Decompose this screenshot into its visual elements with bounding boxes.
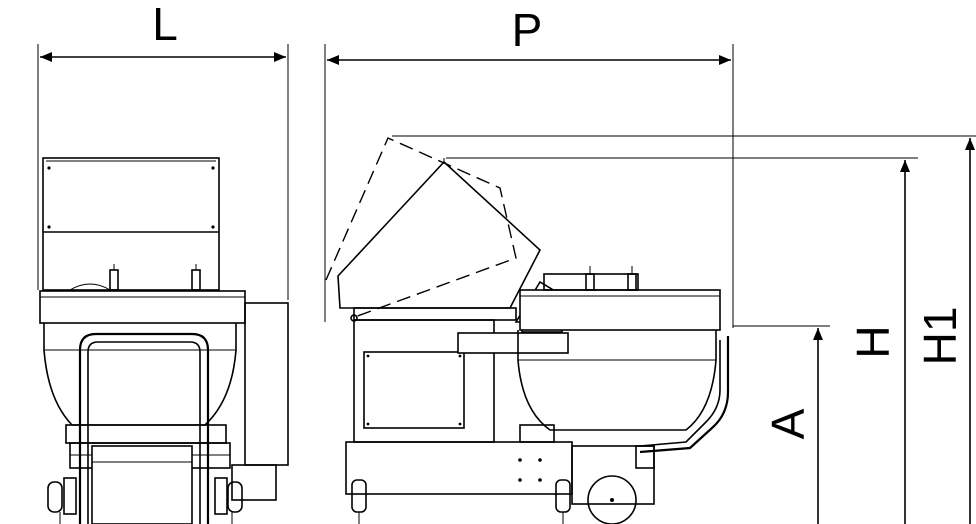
side-arm-bracket: [457, 332, 569, 354]
side-motor-housing: [571, 445, 655, 505]
side-lid-open-outline: [325, 137, 517, 319]
dimension-depth: P: [324, 4, 734, 328]
bowl-height-label: A: [762, 408, 814, 439]
side-lid: [337, 160, 541, 309]
height-label: H: [847, 325, 899, 358]
total-height-label: H1: [914, 307, 966, 366]
front-handle: [78, 332, 210, 524]
front-drum: [91, 445, 193, 524]
side-casters: [351, 479, 571, 524]
front-view: L: [37, 0, 289, 524]
front-back-panel: [42, 157, 220, 291]
side-lid-hinge-bar: [353, 307, 517, 321]
side-wheel: [587, 475, 637, 524]
height-dimensions: A H H1: [392, 135, 976, 524]
dimension-width: L: [37, 0, 289, 300]
front-wheels: [47, 477, 243, 524]
side-view: P: [324, 4, 734, 524]
side-bowl: [517, 330, 717, 431]
side-base: [345, 441, 573, 495]
side-access-panel: [363, 351, 465, 429]
side-bowl-top: [519, 289, 721, 331]
side-handle-bar: [639, 336, 730, 454]
width-label: L: [152, 0, 178, 50]
depth-label: P: [512, 4, 543, 56]
front-motor-box: [244, 302, 289, 466]
front-bowl-lip: [39, 290, 246, 324]
